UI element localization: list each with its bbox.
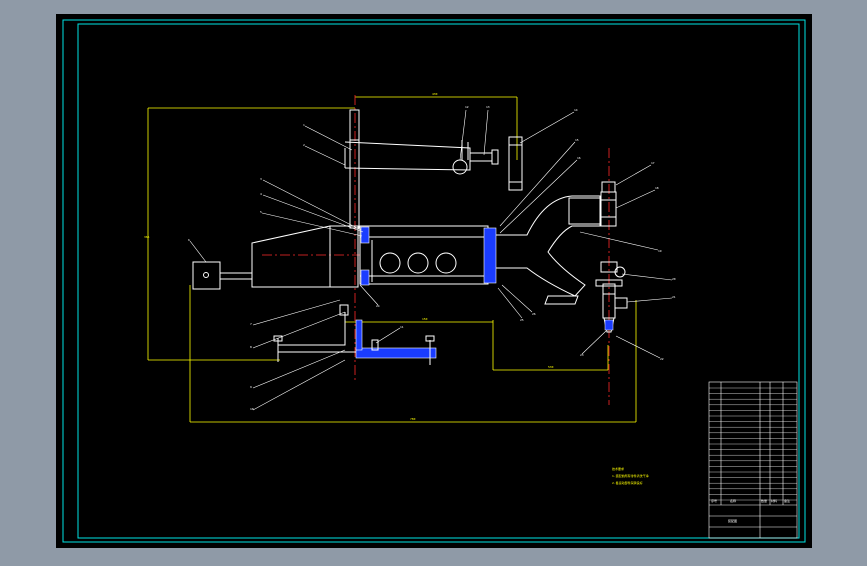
title-block-texts: 装配图 序号 名称 数量 材料 备注 <box>711 498 790 523</box>
dim-height: 365 <box>144 235 150 239</box>
balloon-7: 7 <box>250 322 252 326</box>
balloon-8: 8 <box>250 345 252 349</box>
balloon-6: 6 <box>188 238 190 242</box>
balloon-13: 13 <box>486 105 490 109</box>
balloon-10: 10 <box>250 407 254 411</box>
technical-notes: 技术要求 1.装配前所有零件清洗干净 2.各运动部件润滑良好 <box>612 466 649 485</box>
balloon-labels: 1 2 3 4 5 6 7 8 9 10 11 12 13 14 15 16 1… <box>188 105 676 411</box>
balloon-21: 21 <box>672 295 676 299</box>
balloon-3: 3 <box>260 177 262 181</box>
balloon-14: 14 <box>574 108 578 112</box>
dim-offset: 530 <box>548 365 554 369</box>
highlighted-parts <box>355 226 497 359</box>
balloon-25: 25 <box>520 318 524 322</box>
dim-top: 430 <box>432 92 438 96</box>
balloon-23: 23 <box>580 353 584 357</box>
notes-title: 技术要求 <box>612 466 624 471</box>
title-drawing-name: 装配图 <box>728 518 737 523</box>
balloon-24: 24 <box>376 304 380 308</box>
col-header-1: 序号 <box>711 498 717 503</box>
column-post <box>349 109 360 229</box>
drawing-sheet <box>56 14 812 548</box>
balloon-11: 11 <box>400 325 404 329</box>
balloon-2: 2 <box>303 143 305 147</box>
balloon-12: 12 <box>465 105 469 109</box>
balloon-4: 4 <box>260 192 262 196</box>
notes-line-2: 2.各运动部件润滑良好 <box>612 480 643 485</box>
col-header-2: 名称 <box>730 498 736 503</box>
top-cylinder <box>508 136 523 191</box>
dim-width: 780 <box>410 417 416 421</box>
col-header-4: 材料 <box>771 498 777 503</box>
torch-blue-tip <box>604 319 614 331</box>
parts-list-rows <box>709 387 797 501</box>
leader-lines <box>189 109 673 411</box>
torch-arm <box>496 181 628 333</box>
balloon-17: 17 <box>651 161 655 165</box>
balloon-22: 22 <box>660 357 664 361</box>
balloon-20: 20 <box>672 277 676 281</box>
motor-housing <box>192 225 359 290</box>
balloon-18: 18 <box>655 186 659 190</box>
title-block <box>708 381 798 539</box>
dimension-texts: 780 365 430 530 150 <box>144 92 554 421</box>
balloon-15: 15 <box>575 138 579 142</box>
balloon-9: 9 <box>250 385 252 389</box>
dim-short: 150 <box>422 317 428 321</box>
balloon-16: 16 <box>577 156 581 160</box>
col-header-3: 数量 <box>761 498 767 503</box>
notes-line-1: 1.装配前所有零件清洗干净 <box>612 473 649 478</box>
outer-frame <box>62 19 806 543</box>
center-lines <box>262 95 610 405</box>
balloon-26: 26 <box>532 312 536 316</box>
dimension-lines <box>147 96 637 423</box>
balloon-19: 19 <box>658 249 662 253</box>
inner-frame <box>77 23 800 539</box>
balloon-5: 5 <box>260 210 262 214</box>
col-header-5: 备注 <box>784 498 790 503</box>
base-bracket <box>273 304 435 365</box>
balloon-1: 1 <box>303 123 305 127</box>
